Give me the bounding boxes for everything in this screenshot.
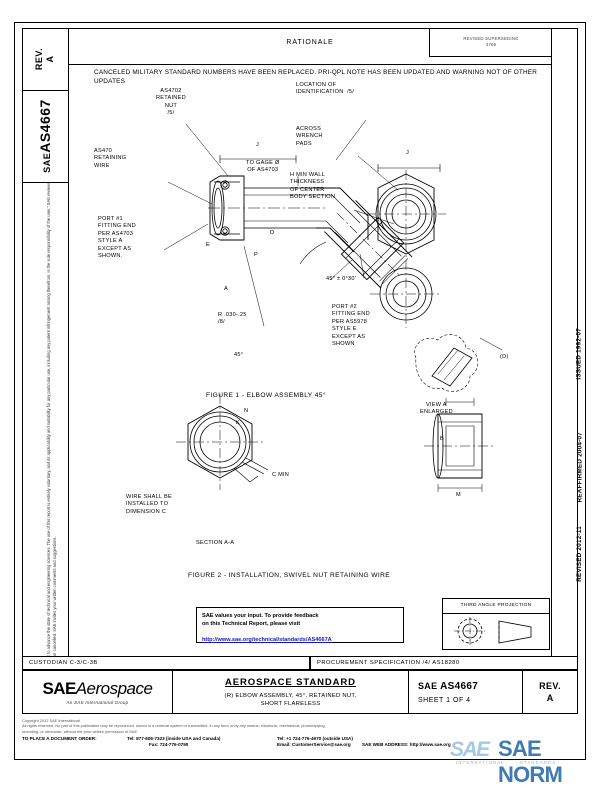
callout-wire-note: WIRE SHALL BE INSTALLED TO DIMENSION C bbox=[126, 494, 172, 515]
fax-number: Fax: 724-776-0790 bbox=[149, 742, 189, 748]
rev-box: REV.A bbox=[22, 28, 68, 91]
callout-angle-tol: 45° ± 0°30' bbox=[326, 276, 357, 282]
dimension-c-min: C MIN bbox=[272, 472, 290, 478]
tel-inside: Tel: 877-606-7323 (inside USA and Canada… bbox=[127, 736, 221, 742]
dimension-n: N bbox=[244, 408, 249, 414]
document-number-box: SAEAS4667 bbox=[22, 90, 68, 183]
title-block-rev: REV. A bbox=[523, 671, 577, 713]
web-label: SAE WEB ADDRESS: bbox=[361, 742, 409, 748]
document-id-block: SAE AS4667 SHEET 1 OF 4 bbox=[409, 671, 523, 713]
procurement-spec-field: PROCUREMENT SPECIFICATION /4/ AS18280 bbox=[310, 656, 578, 670]
rights-line-1: All rights reserved. No part of this pub… bbox=[22, 723, 326, 729]
watermark-mark: SAE bbox=[450, 738, 490, 761]
custodian-strip: CUSTODIAN C-3/C-3B PROCUREMENT SPECIFICA… bbox=[22, 656, 578, 670]
dimension-b: B bbox=[440, 436, 444, 442]
dimension-p: P bbox=[254, 252, 258, 258]
document-number: AS4667 bbox=[37, 99, 53, 153]
callout-wrench-pads: ACROSS WRENCH PADS bbox=[296, 126, 323, 147]
page-footer: Copyright 2012 SAE International All rig… bbox=[22, 718, 578, 749]
right-margin-column: ISSUED 1992-07 REAFFIRMED 2004-07 REVISE… bbox=[551, 28, 583, 714]
order-info: TO PLACE A DOCUMENT ORDER: Tel: 877-606-… bbox=[22, 736, 578, 748]
dimension-j-right: J bbox=[406, 150, 410, 156]
feedback-link[interactable]: http://www.sae.org/technical/standards/A… bbox=[202, 637, 332, 644]
disclaimer-box: SAE Technical Standards Board Rules prov… bbox=[22, 182, 68, 714]
sae-prefix: SAE bbox=[42, 152, 52, 173]
number-prefix: SAE bbox=[418, 680, 438, 691]
rationale-body: CANCELED MILITARY STANDARD NUMBERS HAVE … bbox=[94, 69, 538, 85]
dimension-a: A bbox=[224, 286, 228, 292]
figure-2-caption: FIGURE 2 - INSTALLATION, SWIVEL NUT RETA… bbox=[188, 572, 391, 579]
watermark-sub-right: STANDARDS bbox=[520, 760, 557, 765]
dimension-d-bracket: (D) bbox=[500, 354, 509, 360]
third-angle-projection-box: THIRD ANGLE PROJECTION bbox=[442, 598, 550, 650]
sae-aerospace-logo: SAEAerospace An SAE International Group bbox=[23, 671, 173, 713]
callout-ident-location: LOCATION OF IDENTIFICATION /5/ bbox=[296, 82, 355, 96]
issued-date: ISSUED 1992-07 bbox=[576, 328, 583, 380]
sheet-number: SHEET 1 OF 4 bbox=[418, 696, 471, 704]
sae-norm-watermark: SAE SAE NORM INTERNATIONAL STANDARDS bbox=[450, 734, 590, 787]
dimension-m: M bbox=[456, 492, 461, 498]
rights-line-2: recording, or otherwise, without the pri… bbox=[22, 728, 139, 734]
stamp-line-1: REVISED SUPERSEDING bbox=[463, 36, 519, 41]
callout-gage-dia: TO GAGE Ø OF AS4703 bbox=[246, 160, 280, 174]
title-rev-value: A bbox=[546, 693, 554, 703]
order-label: TO PLACE A DOCUMENT ORDER: bbox=[22, 736, 97, 742]
drawing-canvas: AS4702 RETAINED NUT /5/ AS470 RETAINING … bbox=[68, 64, 552, 714]
rev-label: REV. bbox=[34, 47, 44, 71]
left-margin-column: REV.A SAEAS4667 SAE Technical Standards … bbox=[22, 28, 69, 714]
callout-as4702-nut: AS4702 RETAINED NUT /5/ bbox=[156, 88, 186, 117]
figure-1-caption: FIGURE 1 - ELBOW ASSEMBLY 45° bbox=[206, 392, 326, 399]
rationale-header: RATIONALE REVISED SUPERSEDING 4766 bbox=[68, 28, 552, 65]
projection-divider bbox=[443, 613, 549, 614]
logo-aerospace-text: Aerospace bbox=[75, 679, 153, 698]
outer-border bbox=[14, 22, 586, 760]
reaffirmed-date: REAFFIRMED 2004-07 bbox=[576, 432, 583, 503]
logo-sae-text: SAE bbox=[42, 679, 77, 698]
callout-port2: PORT #2 FITTING END PER AS5978 STYLE E E… bbox=[332, 304, 370, 348]
callout-angle-45: 45° bbox=[234, 352, 244, 358]
callout-radius: R .030-.25 /8/ bbox=[218, 312, 247, 326]
callout-port1: PORT #1 FITTING END PER AS4703 STYLE A E… bbox=[98, 216, 136, 260]
dimension-d: D bbox=[270, 230, 275, 236]
disclaimer-text: SAE Technical Standards Board Rules prov… bbox=[45, 182, 57, 714]
custodian-field: CUSTODIAN C-3/C-3B bbox=[22, 656, 310, 670]
dimension-k: K bbox=[236, 420, 240, 426]
rationale-title: RATIONALE bbox=[286, 39, 334, 46]
logo-subtitle: An SAE International Group bbox=[66, 700, 129, 705]
projection-symbol bbox=[454, 617, 532, 645]
web-url: http://www.sae.org bbox=[409, 742, 451, 748]
callout-section-aa: SECTION A-A bbox=[196, 540, 235, 546]
projection-title: THIRD ANGLE PROJECTION bbox=[460, 603, 532, 608]
stamp-line-2: 4766 bbox=[485, 42, 497, 47]
feedback-box: SAE values your input. To provide feedba… bbox=[196, 607, 404, 643]
title-description: AEROSPACE STANDARD (R) ELBOW ASSEMBLY, 4… bbox=[173, 671, 409, 713]
email-address: Email: CustomerService@sae.org bbox=[277, 742, 351, 748]
engineering-drawing bbox=[163, 119, 503, 492]
tel-outside: Tel: +1 724-776-4970 (outside USA) bbox=[277, 736, 353, 742]
feedback-line-1: SAE values your input. To provide feedba… bbox=[202, 613, 319, 619]
dimension-j-upper: J bbox=[256, 142, 260, 148]
revised-date: REVISED 2012-11 bbox=[576, 526, 583, 582]
watermark-sub-left: INTERNATIONAL bbox=[456, 760, 505, 765]
title-block-number: AS4667 bbox=[440, 680, 479, 692]
copyright-line: Copyright 2012 SAE International bbox=[22, 718, 80, 723]
description-line-1: (R) ELBOW ASSEMBLY, 45°, RETAINED NUT, bbox=[224, 693, 357, 699]
dimension-e: E bbox=[206, 242, 210, 248]
callout-view-a: VIEW A ENLARGED bbox=[420, 402, 453, 416]
revision-stamp: REVISED SUPERSEDING 4766 bbox=[429, 28, 552, 57]
feedback-line-2: on this Technical Report, please visit bbox=[202, 621, 301, 628]
title-rev-label: REV. bbox=[539, 681, 561, 691]
callout-as470-wire: AS470 RETAINING WIRE bbox=[94, 148, 127, 169]
rev-value: A bbox=[45, 55, 55, 63]
standard-type: AEROSPACE STANDARD bbox=[225, 677, 356, 688]
description-line-2: SHORT FLARELESS bbox=[260, 701, 321, 707]
title-block: SAEAerospace An SAE International Group … bbox=[22, 670, 578, 714]
callout-wall-thickness: H MIN WALL THICKNESS OF CENTER BODY SECT… bbox=[290, 172, 336, 201]
